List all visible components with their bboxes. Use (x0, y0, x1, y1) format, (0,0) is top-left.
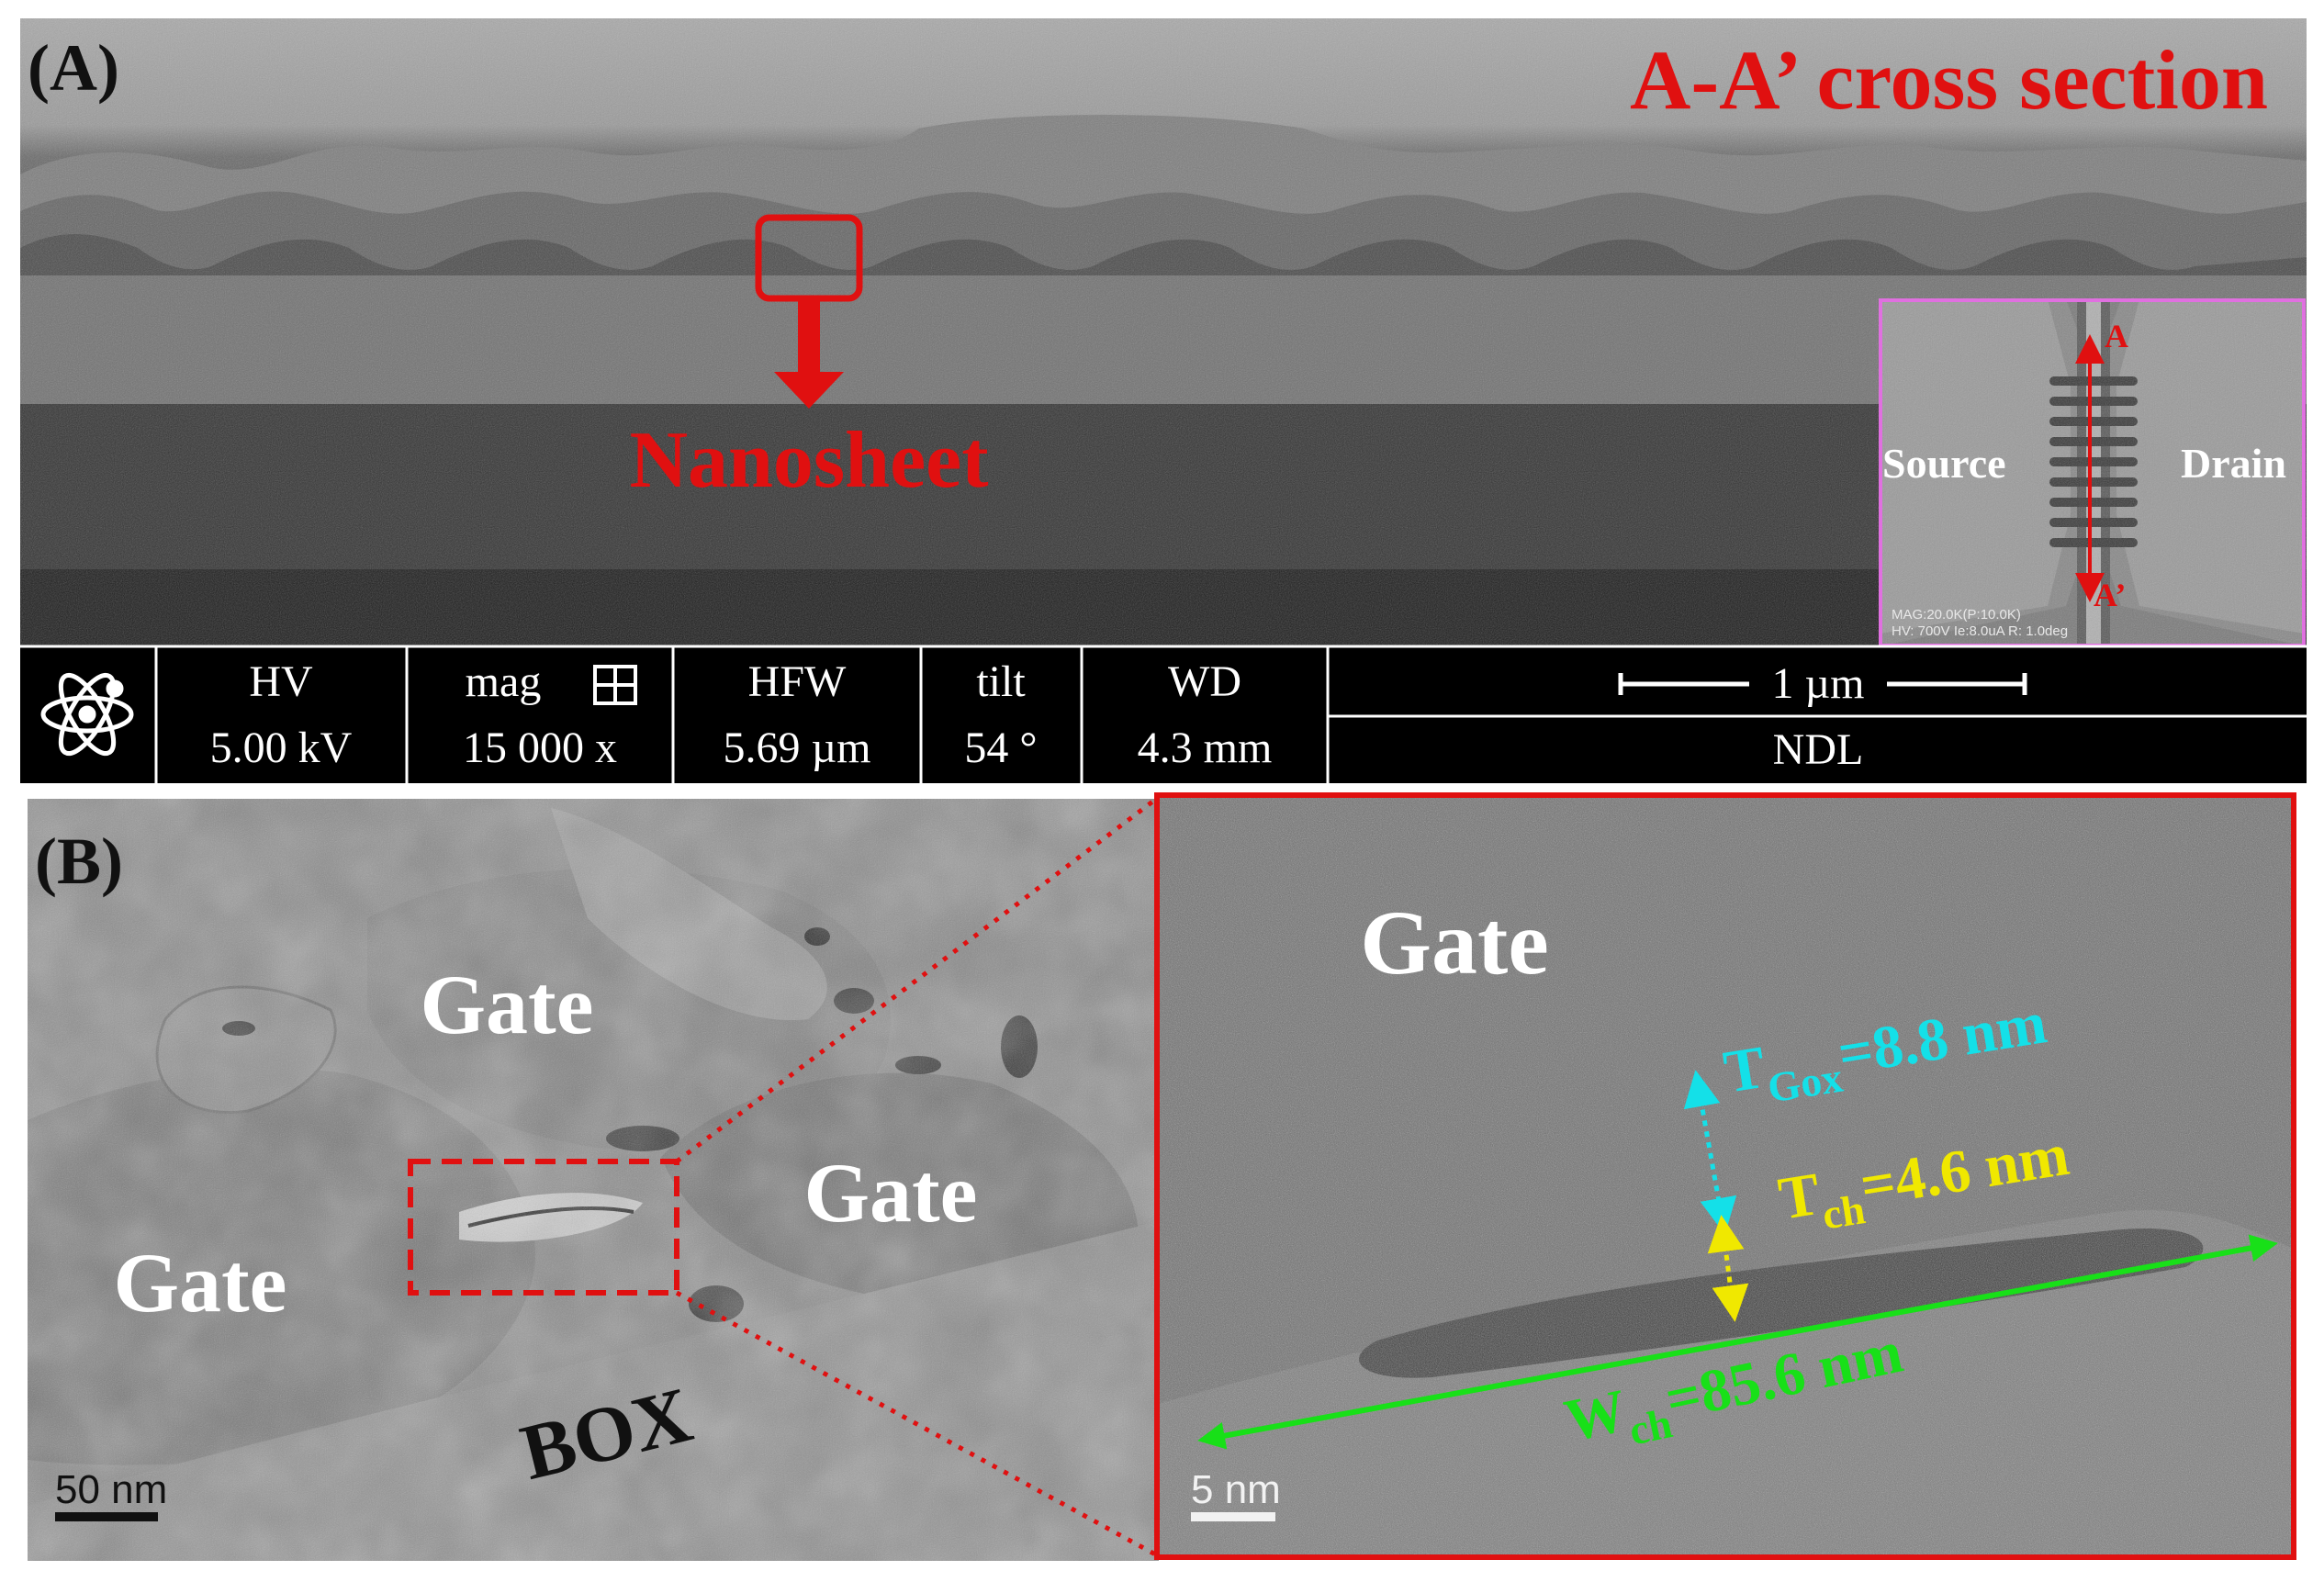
inset-meta-line2: HV: 700V Ie:8.0uA R: 1.0deg (1892, 623, 2068, 639)
tch-sub: ch (1819, 1185, 1868, 1239)
tgox-sub: Gox (1764, 1053, 1846, 1111)
info-tilt-value: 54 ° (964, 724, 1037, 772)
wch-arrow (1197, 1234, 2278, 1450)
hrtem-image-panel-b-right (1155, 795, 2294, 1557)
inset-drain-label: Drain (2181, 440, 2286, 487)
grid-icon (593, 665, 637, 705)
info-wd-value: 4.3 mm (1138, 724, 1273, 772)
zoom-region-box (408, 1159, 679, 1296)
nanosheet-callout: Nanosheet (629, 214, 989, 505)
scale-bar-b-left: 50 nm (55, 1467, 167, 1521)
nanosheet-arrow-head (774, 372, 844, 409)
inset-meta-line1: MAG:20.0K(P:10.0K) (1892, 607, 2021, 623)
panel-b-label: (B) (35, 825, 123, 898)
zoom-gate-label: Gate (1360, 892, 1548, 993)
zoom-panel-border (1154, 792, 2296, 1560)
zoom-connector-bottom (675, 1290, 1161, 1559)
info-hfw-key: HFW (748, 657, 847, 706)
info-tilt-key: tilt (976, 657, 1026, 706)
gate-label-top: Gate (420, 958, 593, 1051)
inset-top-view: A A’ Source Drain MAG:20.0K(P:10.0K) HV:… (1879, 298, 2306, 647)
wch-main: W (1559, 1377, 1633, 1455)
zoom-connector-top (675, 795, 1161, 1163)
info-hfw-value: 5.69 µm (724, 724, 871, 772)
info-mag-key: mag (466, 657, 542, 706)
atom-icon (40, 672, 134, 757)
inset-a-bottom-label: A’ (2094, 577, 2126, 613)
gate-label-right: Gate (803, 1146, 977, 1240)
panel-a-title: A-A’ cross section (1630, 33, 2268, 127)
info-hv-value: 5.00 kV (210, 724, 353, 772)
scale-bar-b-right: 5 nm (1191, 1467, 1281, 1521)
gate-label-left: Gate (113, 1236, 286, 1330)
scale-bar-a-label: 1 µm (1772, 659, 1865, 708)
wch-sub: ch (1625, 1399, 1677, 1453)
lab-label: NDL (1773, 725, 1864, 774)
scale-bar-b-right-label: 5 nm (1191, 1467, 1281, 1512)
inset-a-top-label: A (2105, 318, 2128, 354)
scale-bar-a (1618, 673, 2027, 695)
nanosheet-arrow-shaft (798, 298, 820, 372)
sem-info-bar: HV 5.00 kV mag 15 000 x HFW 5.69 µm tilt… (20, 645, 2307, 783)
inset-source-label: Source (1882, 440, 2006, 487)
panel-a-label: (A) (28, 31, 119, 105)
info-mag-value: 15 000 x (463, 724, 617, 772)
info-hv-key: HV (249, 657, 313, 706)
scale-bar-b-left-label: 50 nm (55, 1467, 167, 1512)
nanosheet-label: Nanosheet (629, 416, 988, 505)
info-wd-key: WD (1168, 657, 1241, 706)
